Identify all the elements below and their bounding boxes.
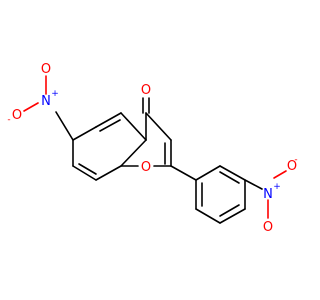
nitro-right-oxygen-bottom-label: O [263,220,273,235]
bond-n-o-left-side [23,102,39,112]
bond-c-n-right [244,179,263,190]
bond-c2p-c3p [195,208,221,224]
structure-diagram: O O N + O O - N + O - O [7,62,297,235]
bond-c5-c6 [95,112,122,128]
bond-c6-c7 [72,126,97,141]
bond-c4a-c8a [120,139,147,167]
bond-c5p-c6p-inner [219,171,240,184]
ring-oxygen-label: O [141,160,151,175]
nitro-left-plus-charge: + [51,89,59,99]
bond-c8b-c8a [95,165,122,181]
bond-c2-c1p [170,165,197,181]
bond-c8-c8b [72,165,97,181]
molecule-canvas: O O N + O O - N + O - O [7,62,297,235]
nitro-right-plus-charge: + [273,182,281,192]
bond-c4a-c5 [120,112,147,141]
carbonyl-oxygen-label: O [141,83,151,98]
bond-c5p-c6p [219,165,246,181]
bond-n-o-right-top [273,170,287,179]
nitro-left-oxygen-side-label: O [12,108,22,123]
bond-c3p-c4p-inner [219,204,240,217]
bond-c4-c3 [145,112,172,141]
nitro-right-nitrogen-label: N [263,187,273,202]
nitro-left-nitrogen-label: N [41,94,51,109]
nitro-left-oxygen-top-label: O [41,62,51,77]
bond-c8-c8b-inner [78,163,97,175]
bond-c-n-left [55,111,74,141]
nitro-right-minus-charge: - [294,155,297,165]
bond-c6p-c1p [195,165,221,181]
nitro-left-minus-charge: - [7,115,10,125]
bond-c5-c6-inner [99,119,121,132]
bond-c3p-c4p [219,208,246,224]
nitro-right-oxygen-top-label: O [287,159,297,174]
